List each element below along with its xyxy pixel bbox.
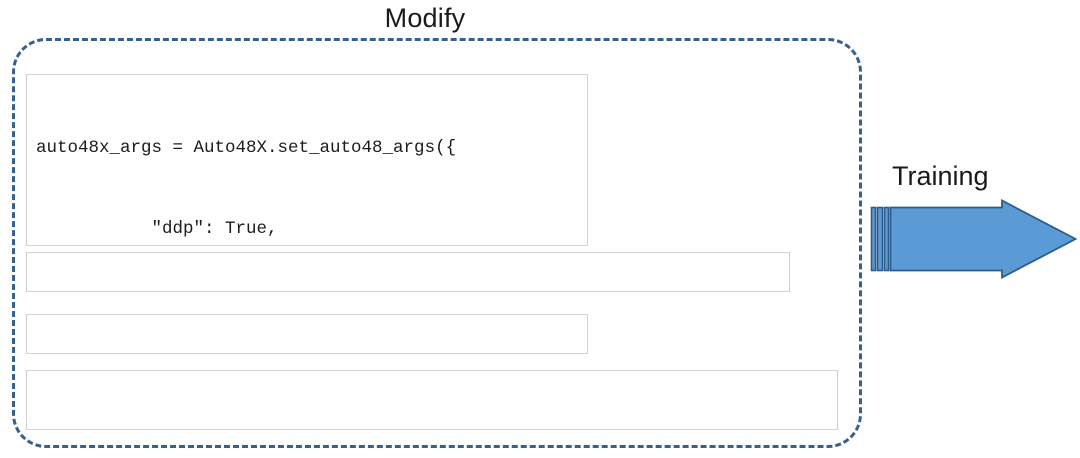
code-block-set-args: auto48x_args = Auto48X.set_auto48_args({…: [26, 74, 588, 246]
training-label: Training: [892, 161, 989, 191]
training-arrow-icon: [870, 199, 1078, 279]
code-line: num_input = torch.sum(attention_mask, di…: [36, 429, 829, 430]
code-line: auto48x_args = Auto48X.set_auto48_args({: [36, 138, 457, 158]
code-block-init: model, optimizer, teacher_model, engine …: [26, 252, 790, 292]
code-block-distillation: num_input = torch.sum(attention_mask, di…: [26, 370, 838, 430]
code-line: "ddp": True,: [36, 219, 278, 239]
training-arrow-group: Training: [870, 155, 1080, 285]
modify-dashed-container: [12, 38, 862, 448]
code-block-forward: outputs = engine.engine_forward(batch): [26, 314, 588, 354]
modify-title: Modify: [384, 3, 466, 33]
